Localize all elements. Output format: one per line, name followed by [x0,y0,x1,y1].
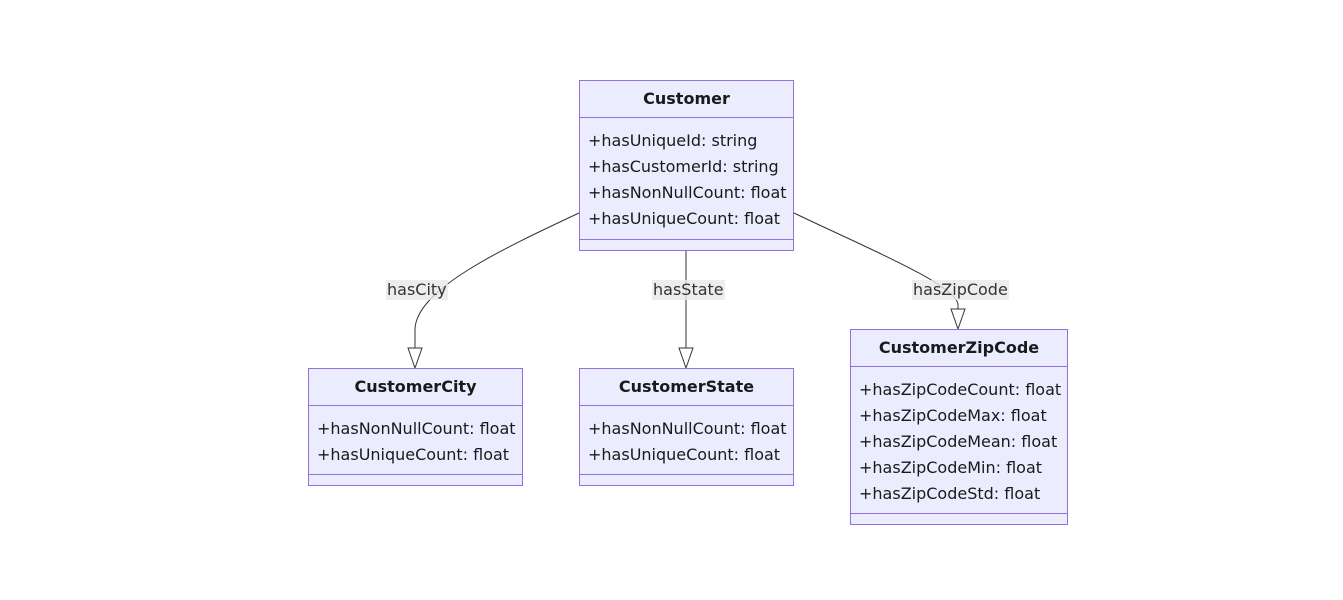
class-attribute: +hasZipCodeCount: float [859,380,1062,399]
class-attributes: +hasNonNullCount: float +hasUniqueCount:… [580,406,793,476]
class-attributes: +hasUniqueId: string +hasCustomerId: str… [580,118,793,240]
class-methods-compartment [580,239,793,250]
edge-label-hascity: hasCity [386,280,448,300]
class-title: CustomerZipCode [851,330,1067,367]
class-attribute: +hasNonNullCount: float [588,419,787,438]
class-methods-compartment [580,474,793,485]
edge-label-hasstate: hasState [652,280,725,300]
class-attribute: +hasZipCodeMax: float [859,406,1047,425]
class-attribute: +hasNonNullCount: float [317,419,516,438]
class-box-customer-zipcode: CustomerZipCode +hasZipCodeCount: float … [850,329,1068,525]
class-attribute: +hasUniqueCount: float [317,445,510,464]
class-box-customer: Customer +hasUniqueId: string +hasCustom… [579,80,794,251]
class-methods-compartment [851,513,1067,524]
class-attribute: +hasUniqueCount: float [588,209,781,228]
class-methods-compartment [309,474,522,485]
class-box-customer-city: CustomerCity +hasNonNullCount: float +ha… [308,368,523,486]
class-attribute: +hasUniqueCount: float [588,445,781,464]
arrowhead-haszipcode [950,308,966,331]
edge-label-haszipcode: hasZipCode [912,280,1009,300]
class-attribute: +hasZipCodeMean: float [859,432,1058,451]
class-title: CustomerState [580,369,793,406]
class-attribute: +hasZipCodeMin: float [859,458,1043,477]
class-title: CustomerCity [309,369,522,406]
class-box-customer-state: CustomerState +hasNonNullCount: float +h… [579,368,794,486]
arrowhead-hascity [407,347,423,370]
class-attribute: +hasUniqueId: string [588,131,758,150]
class-attributes: +hasZipCodeCount: float +hasZipCodeMax: … [851,367,1067,515]
class-title: Customer [580,81,793,118]
class-attribute: +hasZipCodeStd: float [859,484,1041,503]
arrowhead-hasstate [678,347,694,370]
class-attributes: +hasNonNullCount: float +hasUniqueCount:… [309,406,522,476]
edge-haszipcode [793,212,959,310]
class-attribute: +hasCustomerId: string [588,157,779,176]
class-attribute: +hasNonNullCount: float [588,183,787,202]
edge-hascity [414,212,580,348]
